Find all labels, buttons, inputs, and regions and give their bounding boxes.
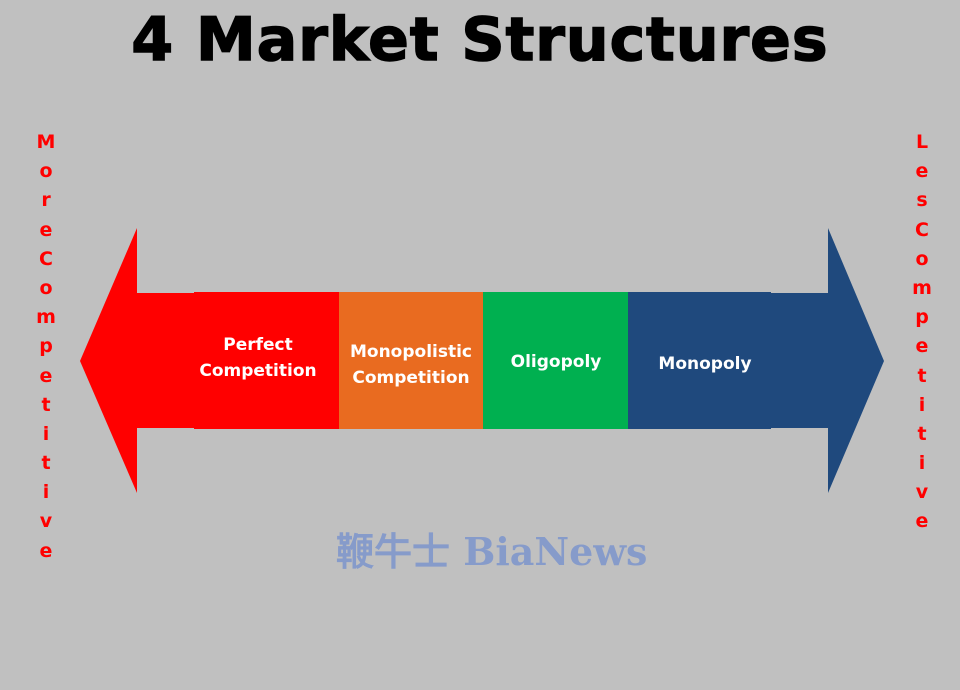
left-label-letter: C — [39, 247, 53, 270]
right-label-letter: e — [915, 160, 929, 183]
right-label-letter: i — [918, 393, 926, 416]
left-label-letter: m — [36, 306, 56, 329]
right-label-letter: o — [915, 247, 929, 270]
right-label-letter: t — [917, 422, 927, 445]
right-label-letter: i — [918, 452, 926, 475]
left-label-letter: e — [39, 218, 53, 241]
segment-monopoly — [628, 292, 771, 429]
segment-label-perfect-line1: Perfect — [223, 335, 293, 355]
right-label-letter: e — [915, 510, 929, 533]
left-label-letter: p — [39, 335, 53, 358]
left-label-letter: o — [39, 276, 53, 299]
left-label-letter: v — [39, 510, 53, 533]
segment-perfect-competition — [194, 292, 339, 429]
right-label-letter: m — [912, 276, 932, 299]
segment-label-perfect-line2: Competition — [199, 361, 316, 381]
right-label-letter: e — [915, 335, 929, 358]
segment-monopolistic-competition — [339, 292, 483, 429]
right-label-letter: t — [917, 364, 927, 387]
right-arrowhead — [770, 228, 884, 493]
left-label-letter: r — [41, 189, 51, 212]
left-label-letter: i — [42, 481, 50, 504]
left-label-letter: e — [39, 364, 53, 387]
right-label-letter: C — [915, 218, 929, 241]
segment-oligopoly — [483, 292, 628, 429]
bianews-watermark: 鞭牛士 BiaNews — [336, 529, 648, 574]
right-label-letter: v — [915, 481, 929, 504]
right-label-letter: s — [916, 189, 928, 212]
diagram-title: 4 Market Structures — [131, 4, 829, 76]
left-label-letter: t — [41, 452, 51, 475]
left-arrowhead — [80, 228, 194, 493]
left-label-letter: e — [39, 539, 53, 562]
segment-label-oligopoly: Oligopoly — [511, 352, 602, 372]
left-label-letter: t — [41, 393, 51, 416]
segment-label-monopolistic-line2: Competition — [352, 368, 469, 388]
left-label-letter: i — [42, 422, 50, 445]
left-label-letter: M — [36, 131, 56, 153]
right-label-letter: L — [915, 131, 929, 153]
segment-label-monopolistic-line1: Monopolistic — [350, 342, 472, 362]
segment-label-monopoly: Monopoly — [658, 354, 751, 374]
right-label-letter: p — [915, 306, 929, 329]
left-label-letter: o — [39, 160, 53, 183]
